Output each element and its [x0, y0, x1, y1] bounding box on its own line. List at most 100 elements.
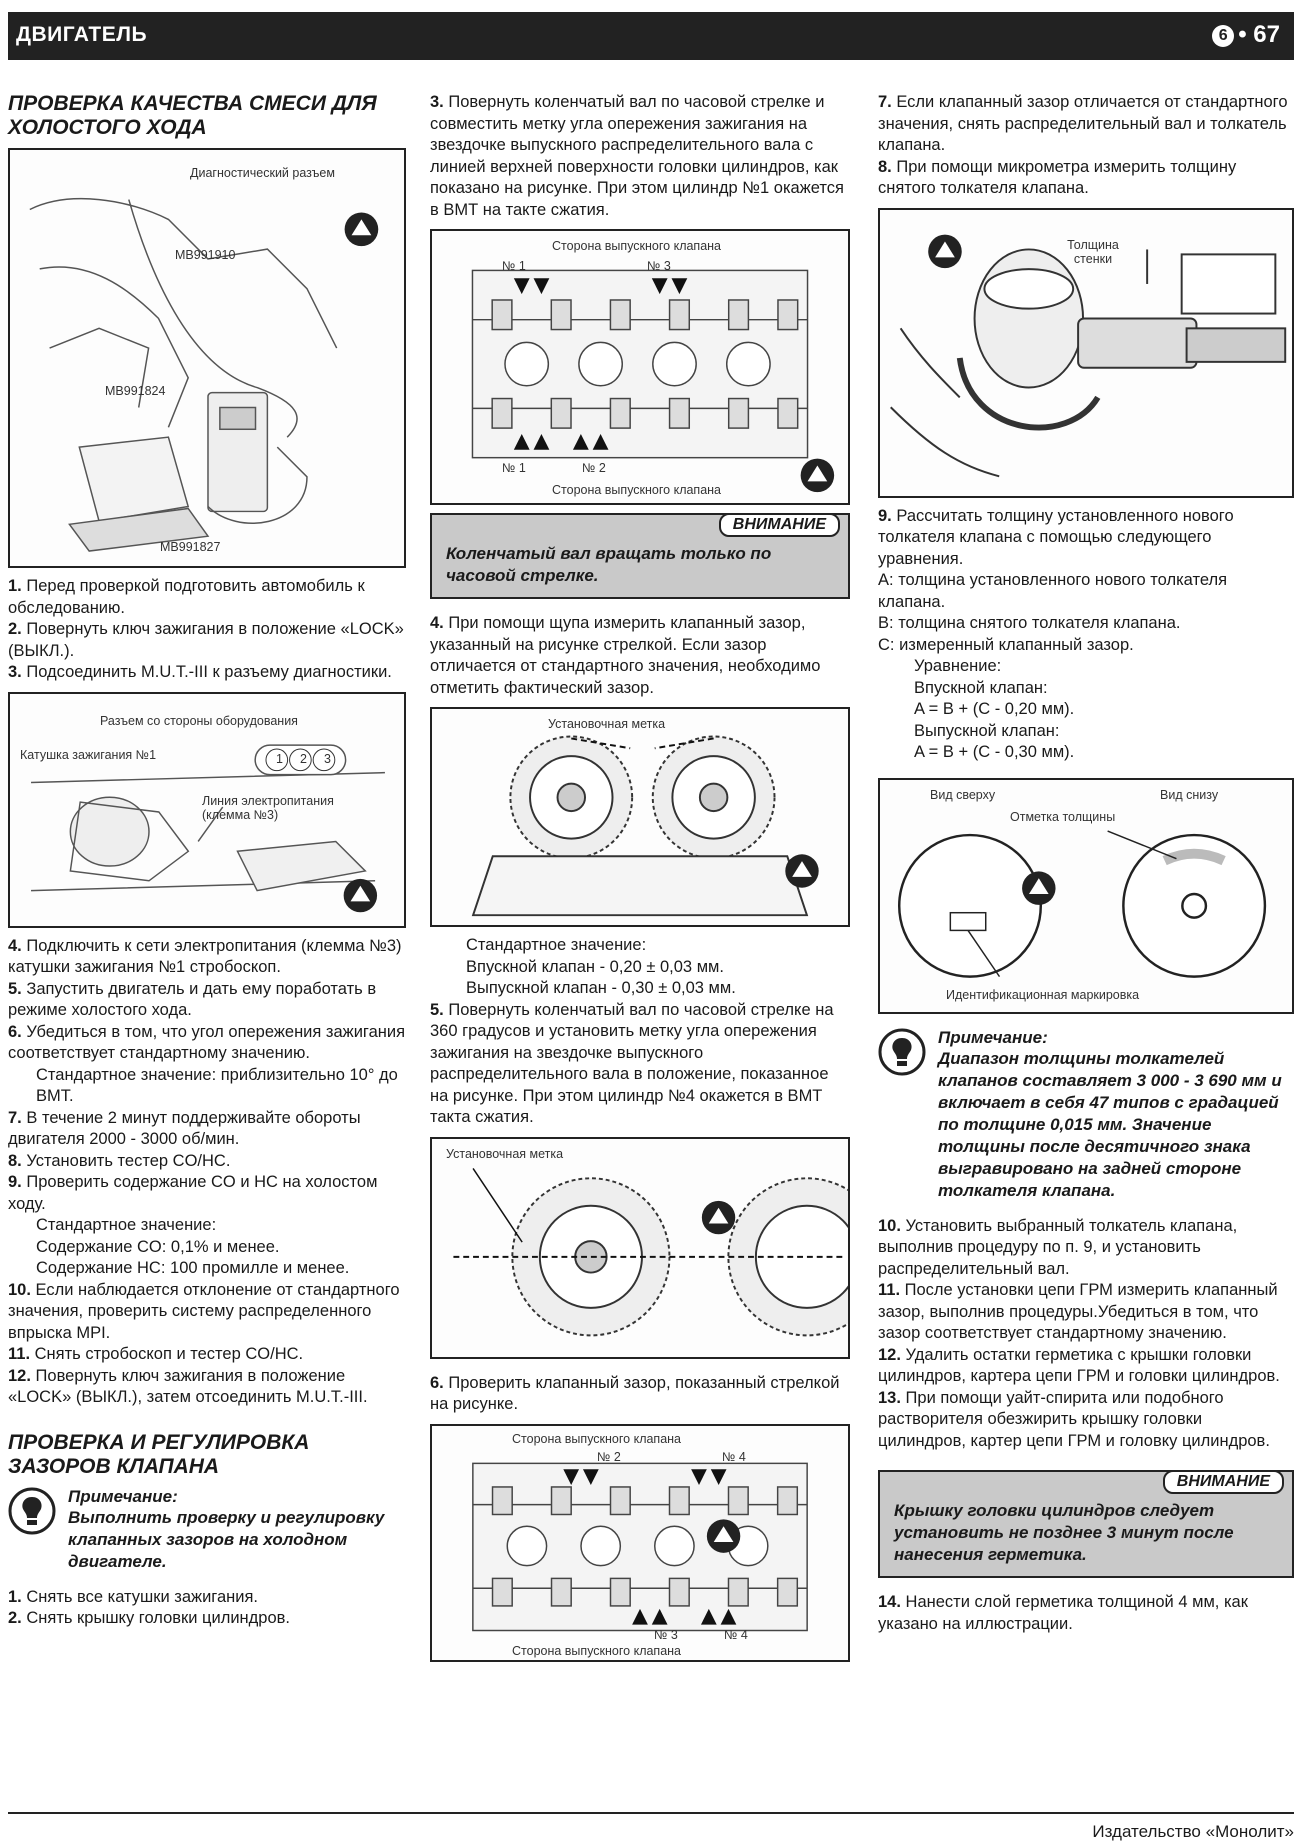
- standard-values-block: Стандартное значение: Впускной клапан - …: [430, 935, 850, 1000]
- micrometer-illustration: [890, 234, 1287, 477]
- label-exhaust-side-bottom: Сторона выпускного клапана: [552, 483, 722, 497]
- figure-tappet-marking: Вид сверху Вид снизу Отметка толщины Иде…: [878, 777, 1294, 1014]
- note-text: Выполнить проверку и регулировку клапанн…: [68, 1507, 385, 1571]
- standard-value-timing: Стандартное значение: приблизительно 10°…: [36, 1065, 398, 1106]
- cylinder-head-illustration-2: [472, 1462, 808, 1631]
- cylinder-head-illustration: [471, 269, 835, 493]
- steps-list-b: 10. Установить выбранный толкатель клапа…: [878, 1216, 1294, 1453]
- step-item: 6. Убедиться в том, что угол опережения …: [8, 1022, 406, 1063]
- step-item: 4. Подключить к сети электропитания (кле…: [8, 936, 402, 977]
- page-header: ДВИГАТЕЛЬ 6• 67: [8, 12, 1294, 60]
- sprocket-illustration: [471, 735, 819, 917]
- connector-pin: 2: [300, 751, 307, 766]
- step-item: 10. Если наблюдается отклонение от станд…: [8, 1280, 400, 1342]
- chapter-badge: 6: [1212, 25, 1235, 47]
- warning-tag: ВНИМАНИЕ: [718, 513, 840, 537]
- standard-value-co: Содержание CO: 0,1% и менее.: [36, 1237, 280, 1256]
- note-title: Примечание:: [68, 1486, 178, 1506]
- standard-value-exhaust: Выпускной клапан - 0,30 ± 0,03 мм.: [466, 979, 736, 997]
- label-cyl-1-bottom: № 1: [502, 461, 526, 475]
- step-item: 12. Повернуть ключ зажигания в положение…: [8, 1366, 368, 1407]
- step-item: 2. Снять крышку головки цилиндров.: [8, 1609, 290, 1627]
- definition-item: C: измеренный клапанный зазор.: [878, 635, 1134, 654]
- diagnostic-illustration: [29, 197, 379, 552]
- definitions-list: A: толщина установленного нового толкате…: [878, 570, 1294, 656]
- label-cyl-3: № 3: [647, 259, 671, 273]
- step-item: 14. Нанести слой герметика толщиной 4 мм…: [878, 1593, 1248, 1633]
- label-cyl-2: № 2: [597, 1449, 621, 1464]
- figure-micrometer: Толщина стенки: [878, 207, 1294, 498]
- section-title: ДВИГАТЕЛЬ: [16, 23, 148, 46]
- figure-camshaft-cyl4: Сторона выпускного клапана № 2 № 4 № 3 №…: [430, 1423, 850, 1662]
- label-equipment-connector: Разъем со стороны оборудования: [100, 713, 298, 728]
- equation-block: Уравнение: Впускной клапан: A = B + (C -…: [878, 656, 1294, 764]
- publisher-name: Издательство «Монолит»: [1092, 1822, 1294, 1841]
- step-item: 13. При помощи уайт-спирита или подобног…: [878, 1388, 1270, 1450]
- step-item: 8. При помощи микрометра измерить толщин…: [878, 157, 1237, 198]
- note-text: Диапазон толщины толкателей клапанов сос…: [938, 1048, 1282, 1200]
- label-ignition-coil-1: Катушка зажигания №1: [20, 747, 157, 762]
- lightbulb-icon: [8, 1487, 56, 1534]
- note-title: Примечание:: [938, 1027, 1048, 1047]
- label-diagnostic-connector: Диагностический разъем: [190, 166, 335, 180]
- standard-value-title: Стандартное значение:: [466, 936, 647, 954]
- label-exhaust-side-top: Сторона выпускного клапана: [552, 239, 722, 253]
- label-cyl-4: № 4: [722, 1449, 746, 1464]
- step-item: 3. Подсоединить M.U.T.-III к разъему диа…: [8, 663, 392, 681]
- step-item: 11. Снять стробоскоп и тестер CO/HC.: [8, 1345, 304, 1363]
- label-cyl-1: № 1: [502, 259, 526, 273]
- equation-exhaust-title: Выпускной клапан:: [914, 721, 1060, 740]
- page-number-text: • 67: [1238, 21, 1280, 48]
- step-item: 8. Установить тестер CO/HC.: [8, 1151, 231, 1170]
- label-part-mb991910: MB991910: [175, 248, 236, 262]
- label-bottom-view: Вид снизу: [1160, 787, 1219, 802]
- ignition-coil-illustration: [31, 743, 385, 912]
- standard-value-title: Стандартное значение:: [36, 1216, 217, 1234]
- label-part-mb991824: MB991824: [105, 384, 166, 398]
- lightbulb-icon: [878, 1028, 926, 1075]
- steps-list-e: 1. Снять все катушки зажигания. 2. Снять…: [8, 1587, 406, 1630]
- label-exhaust-side-top: Сторона выпускного клапана: [512, 1431, 682, 1446]
- warning-text: Коленчатый вал вращать только по часовой…: [446, 544, 772, 585]
- steps-list-a: 1. Перед проверкой подготовить автомобил…: [8, 576, 406, 684]
- warning-crankshaft-direction: ВНИМАНИЕ Коленчатый вал вращать только п…: [430, 513, 850, 599]
- equation-title: Уравнение:: [914, 657, 1002, 675]
- definition-item: B: толщина снятого толкателя клапана.: [878, 614, 1181, 632]
- sprocket-illustration-2: [453, 1167, 848, 1336]
- section-heading-mixture: ПРОВЕРКА КАЧЕСТВА СМЕСИ ДЛЯ ХОЛОСТОГО ХО…: [8, 92, 377, 139]
- connector-pin: 3: [324, 751, 331, 766]
- page-footer: Издательство «Монолит»: [8, 1812, 1294, 1841]
- figure-timing-mark-2: Установочная метка: [430, 1136, 850, 1359]
- column-3: 7. Если клапанный зазор отличается от ст…: [878, 92, 1294, 1635]
- figure-timing-mark-1: Установочная метка: [430, 707, 850, 927]
- step-item: 1. Снять все катушки зажигания.: [8, 1587, 258, 1606]
- label-top-view: Вид сверху: [930, 787, 996, 802]
- step-item: 12. Удалить остатки герметика с крышки г…: [878, 1345, 1280, 1386]
- label-part-mb991827: MB991827: [160, 540, 221, 554]
- step-item: 10. Установить выбранный толкатель клапа…: [878, 1216, 1238, 1278]
- figure-camshaft-cyl1: Сторона выпускного клапана № 1 № 3 № 1 №…: [430, 229, 850, 505]
- label-cyl-4-bottom: № 4: [724, 1627, 748, 1642]
- label-cyl-2: № 2: [582, 461, 606, 475]
- step-item: 6. Проверить клапанный зазор, показанный…: [430, 1373, 840, 1414]
- standard-value-intake: Впускной клапан - 0,20 ± 0,03 мм.: [466, 957, 724, 976]
- connector-pin: 1: [276, 751, 283, 766]
- note-tappet-range: Примечание: Диапазон толщины толкателей …: [878, 1028, 1294, 1202]
- step-item: 3. Повернуть коленчатый вал по часовой с…: [430, 93, 844, 219]
- page-number: 6• 67: [1212, 21, 1280, 49]
- step-item: 11. После установки цепи ГРМ измерить кл…: [878, 1281, 1278, 1342]
- figure-ignition-coil: Разъем со стороны оборудования Катушка з…: [8, 691, 406, 928]
- equation-intake-title: Впускной клапан:: [914, 678, 1048, 697]
- standard-value-hc: Содержание HC: 100 промилле и менее.: [36, 1259, 350, 1277]
- step-item: 7. Если клапанный зазор отличается от ст…: [878, 93, 1288, 154]
- column-2: 3. Повернуть коленчатый вал по часовой с…: [430, 92, 850, 1670]
- label-wall-thickness: Толщина стенки: [1067, 237, 1119, 266]
- label-power-line: Линия электропитания (клемма №3): [202, 793, 334, 822]
- section-heading-valve-clearance: ПРОВЕРКА И РЕГУЛИРОВКА ЗАЗОРОВ КЛАПАНА: [8, 1430, 310, 1478]
- label-timing-mark: Установочная метка: [548, 717, 666, 731]
- step-item: 7. В течение 2 минут поддерживайте оборо…: [8, 1108, 361, 1149]
- step-item: 1. Перед проверкой подготовить автомобил…: [8, 577, 365, 617]
- definition-item: A: толщина установленного нового толкате…: [878, 571, 1228, 611]
- equation-exhaust: A = B + (C - 0,30 мм).: [914, 743, 1075, 761]
- label-timing-mark: Установочная метка: [446, 1146, 564, 1161]
